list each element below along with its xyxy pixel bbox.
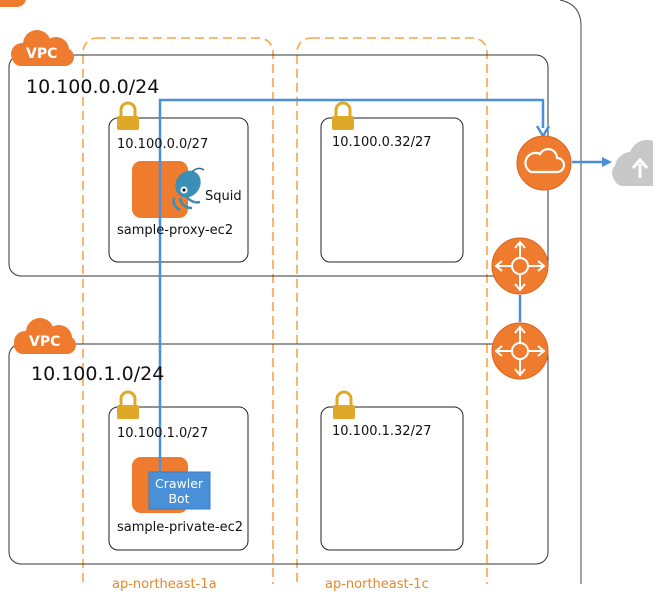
route-line-proxy-to-igw bbox=[158, 98, 545, 473]
crawler-bot-label: Crawler Bot bbox=[154, 476, 204, 506]
internet-gateway-icon[interactable] bbox=[516, 135, 572, 191]
subnet-4-cidr: 10.100.1.32/27 bbox=[332, 424, 432, 439]
squid-icon bbox=[172, 167, 205, 212]
az-c-box bbox=[296, 37, 488, 584]
vpc-2-badge-icon bbox=[14, 318, 76, 354]
subnet-2-cidr: 10.100.0.32/27 bbox=[332, 135, 432, 150]
region-border bbox=[559, 0, 582, 584]
vpc-1-badge-label: VPC bbox=[26, 46, 58, 62]
internet-cloud-icon bbox=[612, 140, 653, 186]
lock-icon bbox=[117, 390, 139, 419]
az-a-box bbox=[82, 37, 274, 584]
vpc-2-box bbox=[8, 343, 549, 565]
lock-icon bbox=[117, 101, 139, 130]
vpc-1-cidr: 10.100.0.0/24 bbox=[26, 76, 160, 98]
partial-badge bbox=[0, 0, 26, 7]
lock-icon bbox=[332, 101, 354, 130]
router-icon[interactable] bbox=[491, 237, 549, 295]
squid-label: Squid bbox=[205, 189, 242, 204]
subnet-2-box bbox=[320, 117, 464, 263]
subnet-3-cidr: 10.100.1.0/27 bbox=[117, 426, 209, 441]
route-arrowhead-internet bbox=[602, 157, 612, 167]
vpc-2-cidr: 10.100.1.0/24 bbox=[31, 363, 165, 385]
subnet-4-box bbox=[320, 406, 464, 551]
az-c-label: ap-northeast-1c bbox=[325, 577, 429, 592]
private-instance-name: sample-private-ec2 bbox=[117, 520, 244, 535]
az-a-label: ap-northeast-1a bbox=[112, 577, 217, 592]
proxy-instance-name: sample-proxy-ec2 bbox=[117, 223, 234, 238]
vpc-1-badge-icon bbox=[11, 30, 74, 66]
subnet-1-cidr: 10.100.0.0/27 bbox=[117, 137, 209, 152]
crawler-bot-box bbox=[148, 471, 211, 510]
lock-icon bbox=[333, 390, 355, 419]
vpc-2-badge-label: VPC bbox=[29, 334, 61, 350]
router-icon[interactable] bbox=[491, 322, 549, 380]
